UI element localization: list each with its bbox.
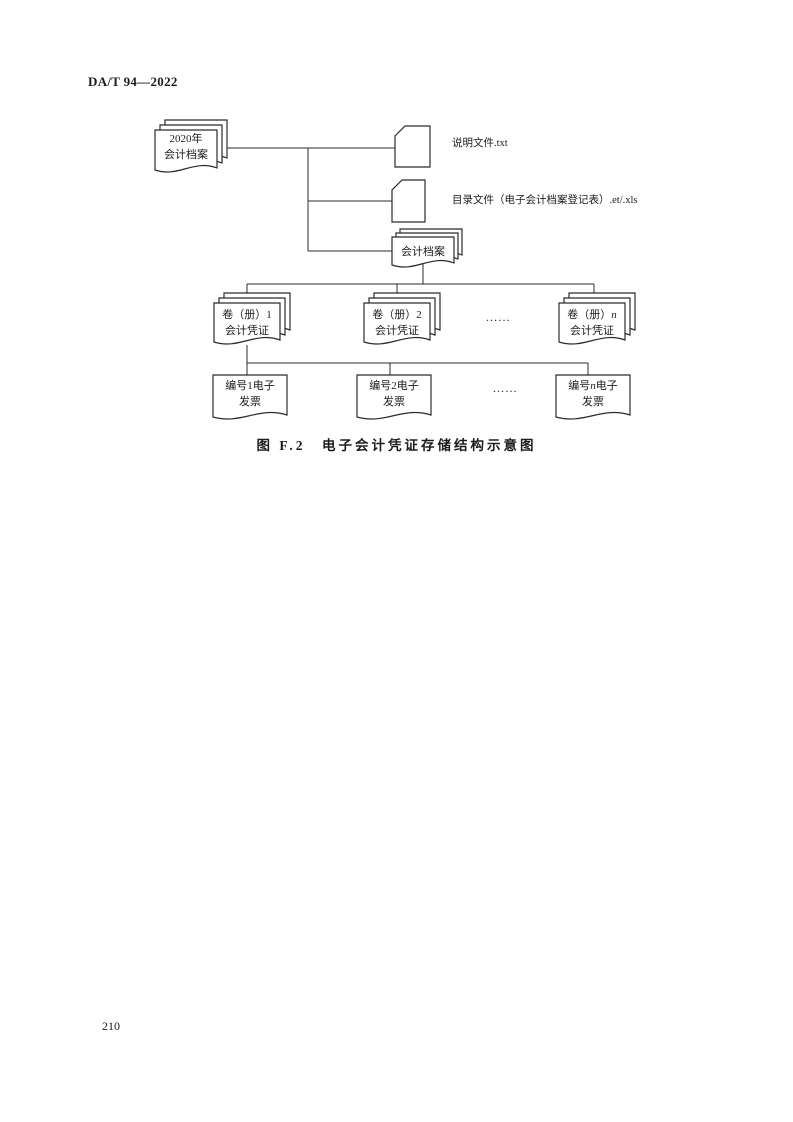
figure-caption: 图 F.2 电子会计凭证存储结构示意图 bbox=[256, 438, 537, 453]
label-line-1: 2020年 bbox=[169, 133, 203, 145]
catalog-file-label: 目录文件（电子会计档案登记表）.et/.xls bbox=[452, 195, 638, 206]
document-sheet bbox=[555, 374, 631, 420]
invoice-doc-2-label: 编号2电子 发票 bbox=[357, 379, 431, 410]
volume-ellipsis: …… bbox=[485, 310, 511, 324]
variable-n: n bbox=[590, 380, 596, 392]
catalog-file-shape bbox=[391, 179, 426, 223]
label-line-2: 发票 bbox=[383, 395, 405, 408]
label-line-2: 会计凭证 bbox=[570, 324, 614, 337]
label-line-2: 会计凭证 bbox=[375, 324, 419, 337]
document-sheet bbox=[363, 302, 431, 345]
document-sheet bbox=[213, 302, 281, 345]
label-text: 编号 bbox=[568, 380, 591, 392]
root-stack-shape bbox=[154, 119, 228, 173]
label-line-2: 会计档案 bbox=[164, 149, 208, 161]
invoice-ellipsis: …… bbox=[492, 381, 518, 395]
standard-code: DA/T 94—2022 bbox=[88, 74, 178, 89]
label-line-1: 编号1电子 bbox=[225, 380, 275, 392]
volume-stack-1-shape bbox=[213, 292, 291, 345]
txt-file-label: 说明文件.txt bbox=[452, 138, 508, 149]
label-line-2: 会计凭证 bbox=[225, 324, 269, 337]
file-icon bbox=[391, 179, 426, 223]
label-line-2: 发票 bbox=[582, 395, 604, 408]
label-line-1: 编号2电子 bbox=[369, 380, 419, 392]
invoice-doc-n-shape bbox=[555, 374, 631, 420]
volume-stack-1-label: 卷（册）1 会计凭证 bbox=[214, 308, 280, 339]
page-number: 210 bbox=[102, 1019, 120, 1033]
document-sheet bbox=[212, 374, 288, 420]
txt-file-shape bbox=[394, 125, 431, 168]
document-sheet bbox=[154, 129, 218, 173]
volume-stack-2-label: 卷（册）2 会计凭证 bbox=[364, 308, 430, 339]
label-line-1: 卷（册）2 bbox=[372, 309, 422, 321]
figure-diagram bbox=[154, 119, 636, 420]
archive-stack-label: 会计档案 bbox=[401, 246, 445, 258]
connector-lines bbox=[225, 147, 595, 375]
archive-stack-shape bbox=[391, 228, 463, 268]
invoice-doc-1-label: 编号1电子 发票 bbox=[213, 379, 287, 410]
label-line-1: 卷（册）n bbox=[559, 308, 625, 324]
label-line-1: 卷（册）1 bbox=[222, 309, 272, 321]
document-sheet bbox=[391, 236, 455, 268]
root-stack-label: 2020年 会计档案 bbox=[153, 131, 219, 163]
file-icon bbox=[394, 125, 431, 168]
label-text: 卷（册） bbox=[567, 309, 612, 321]
document-sheet bbox=[356, 374, 432, 420]
label-line-2: 发票 bbox=[239, 395, 261, 408]
volume-stack-n-shape bbox=[558, 292, 636, 345]
invoice-doc-1-shape bbox=[212, 374, 288, 420]
variable-n: n bbox=[611, 309, 617, 321]
volume-stack-2-shape bbox=[363, 292, 441, 345]
volume-stack-n-label: 卷（册）n 会计凭证 bbox=[559, 308, 625, 339]
invoice-doc-2-shape bbox=[356, 374, 432, 420]
label-text: 电子 bbox=[595, 380, 618, 392]
document-sheet bbox=[558, 302, 626, 345]
label-line-1: 编号n电子 bbox=[556, 379, 630, 395]
invoice-doc-n-label: 编号n电子 发票 bbox=[556, 379, 630, 410]
